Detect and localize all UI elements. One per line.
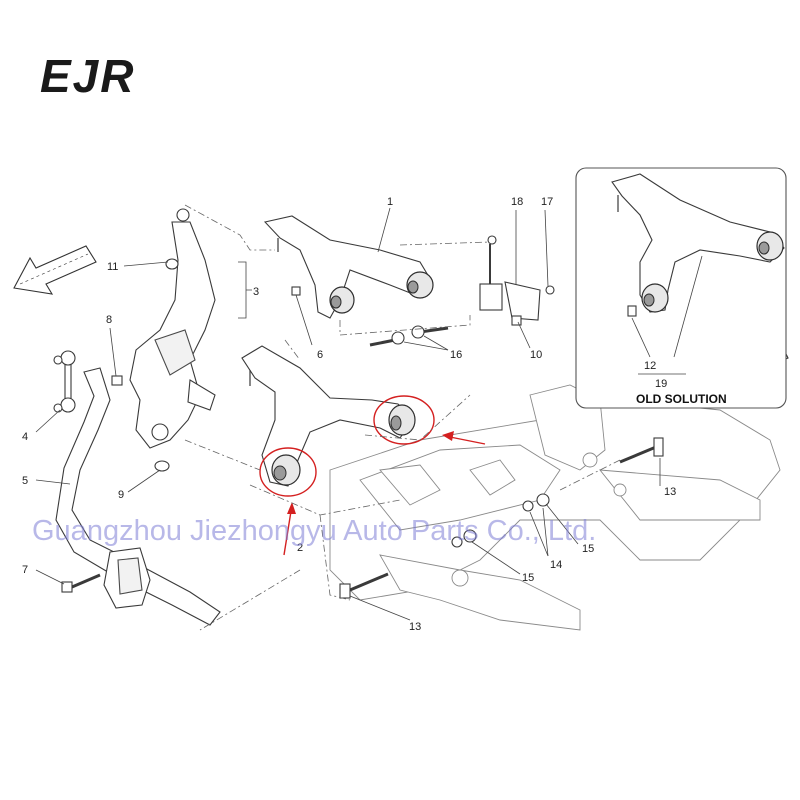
bolts-16	[369, 325, 449, 347]
steering-knuckle	[129, 208, 216, 449]
nut-9	[154, 460, 170, 472]
old-solution-inset: 12 19 OLD SOLUTION	[575, 167, 787, 409]
bolt-13-right	[619, 437, 664, 464]
callout-12: 12	[644, 360, 656, 372]
callout-4: 4	[22, 431, 28, 443]
callout-11: 11	[107, 261, 118, 273]
inset-title: OLD SOLUTION	[636, 392, 727, 406]
callout-14: 14	[550, 559, 562, 571]
direction-arrow-left	[13, 245, 97, 295]
callout-19: 19	[655, 378, 667, 390]
callout-15-bottom: 15	[522, 572, 534, 584]
callout-13-bottom: 13	[409, 621, 421, 633]
fasteners	[61, 235, 664, 599]
company-watermark: Guangzhou Jiezhongyu Auto Parts Co., Ltd…	[32, 515, 596, 547]
callout-8: 8	[106, 314, 112, 326]
callout-10: 10	[530, 349, 542, 361]
callout-18: 18	[511, 196, 523, 208]
stabilizer-bar	[55, 367, 221, 626]
highlight-circle-front-bushing	[259, 447, 317, 497]
callout-1: 1	[387, 196, 393, 208]
callout-2: 2	[297, 542, 303, 554]
highlight-circle-rear-bushing	[373, 395, 435, 445]
bolt-13-bottom	[339, 572, 389, 599]
height-sensor-18	[479, 235, 541, 321]
bolt-7	[61, 573, 101, 593]
highlight-arrow-up	[283, 502, 296, 556]
brand-logo: EJR	[40, 50, 135, 102]
assembly-lines	[184, 204, 621, 631]
callout-5: 5	[22, 475, 28, 487]
callout-13-right: 13	[664, 486, 676, 498]
callout-16: 16	[450, 349, 462, 361]
nut-11	[165, 258, 179, 270]
highlight-markers	[259, 395, 486, 556]
callout-6: 6	[317, 349, 323, 361]
callout-7: 7	[22, 564, 28, 576]
callout-17: 17	[541, 196, 553, 208]
callout-labels: 1 2 3 4 5 6 7 8 9 10 11 13 13 14 15 15 1…	[22, 196, 676, 633]
nut-10	[511, 315, 522, 326]
washers-14-15	[451, 493, 550, 548]
callout-15-right: 15	[582, 543, 594, 555]
callout-3: 3	[253, 286, 259, 298]
upper-control-arm	[263, 215, 434, 319]
nut-8	[111, 375, 123, 386]
screw-17	[545, 285, 555, 295]
leader-lines	[35, 207, 661, 621]
callout-9: 9	[118, 489, 124, 501]
lower-control-arm	[241, 345, 416, 487]
highlight-arrow-left	[442, 431, 486, 445]
nut-6	[291, 286, 301, 296]
stabilizer-link	[53, 350, 76, 413]
logo-text: EJR	[40, 50, 135, 102]
